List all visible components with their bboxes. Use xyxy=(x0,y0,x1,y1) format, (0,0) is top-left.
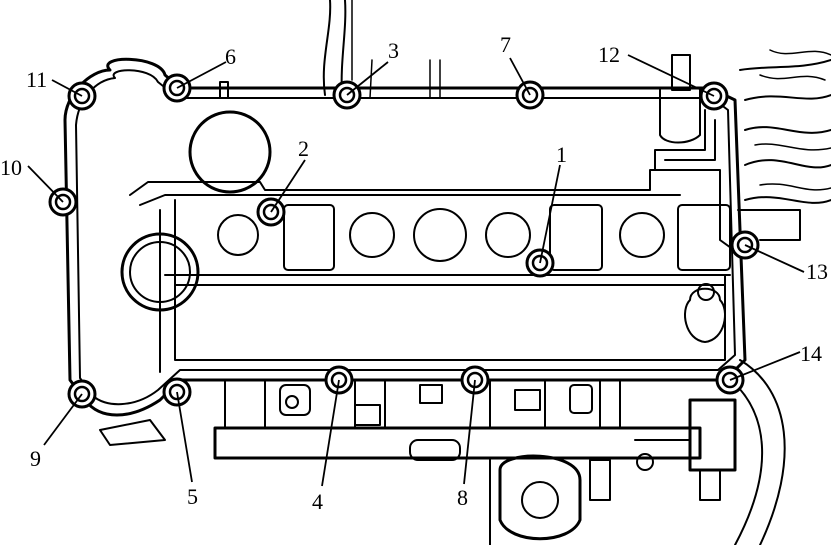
callout-5: 5 xyxy=(187,484,198,509)
leader-line-12 xyxy=(627,54,715,97)
leader-line-6 xyxy=(176,61,227,89)
leader-line-5 xyxy=(176,391,193,483)
callout-7: 7 xyxy=(500,32,511,57)
valve-cover xyxy=(63,54,747,417)
leader-line-13 xyxy=(744,244,805,273)
callout-9: 9 xyxy=(30,446,41,471)
leader-line-9 xyxy=(43,393,83,446)
leader-layer xyxy=(27,54,805,487)
callout-14: 14 xyxy=(800,341,822,366)
leader-line-1 xyxy=(539,164,561,264)
leader-line-2 xyxy=(270,159,306,213)
bolt-icon-4 xyxy=(324,365,354,395)
leader-line-4 xyxy=(321,379,340,487)
callout-6: 6 xyxy=(225,44,236,69)
leader-line-8 xyxy=(463,379,476,485)
callout-13: 13 xyxy=(806,259,828,284)
leader-line-10 xyxy=(27,165,64,203)
callout-12: 12 xyxy=(598,42,620,67)
engine-background xyxy=(99,0,831,545)
callout-labels: 1 2 3 4 5 6 7 8 9 10 11 12 13 14 xyxy=(0,32,828,514)
leader-line-3 xyxy=(346,61,389,96)
callout-2: 2 xyxy=(298,136,309,161)
callout-3: 3 xyxy=(388,38,399,63)
leader-line-7 xyxy=(509,57,531,96)
bolt-icon-2 xyxy=(256,197,286,227)
callout-1: 1 xyxy=(556,142,567,167)
callout-4: 4 xyxy=(312,489,323,514)
bolt-layer xyxy=(48,73,760,409)
callout-11: 11 xyxy=(26,67,47,92)
leader-line-14 xyxy=(729,351,801,381)
callout-8: 8 xyxy=(457,485,468,510)
callout-10: 10 xyxy=(0,155,22,180)
leader-line-11 xyxy=(51,79,83,97)
